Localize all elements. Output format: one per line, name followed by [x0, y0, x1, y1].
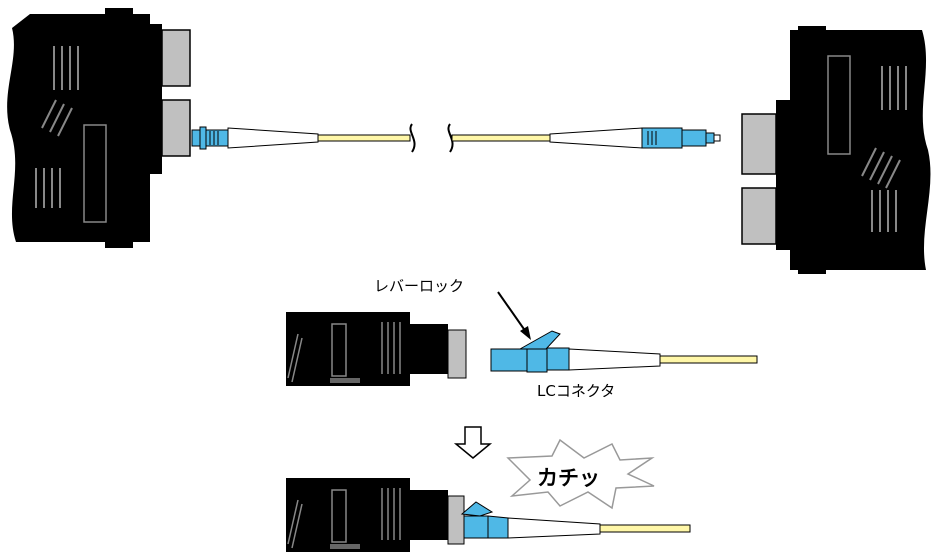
right-device [741, 26, 931, 274]
hollow-down-arrow-icon [453, 426, 493, 459]
lc-connector-inserted [460, 501, 691, 539]
lc-plug-right [641, 127, 721, 149]
transceiver-module-after [286, 478, 465, 552]
transceiver-module-before [286, 312, 467, 386]
left-device [7, 8, 191, 248]
lc-plug-left [191, 126, 229, 150]
lc-connector-label: LCコネクタ [537, 382, 615, 400]
lc-connector-standalone [490, 330, 758, 373]
lever-lock-label: レバーロック [374, 277, 464, 295]
lc-cable [191, 123, 721, 153]
lever-lock-callout: レバーロック [374, 277, 531, 340]
lever-latch [460, 501, 494, 517]
starburst-icon [506, 438, 655, 510]
lever-latch [518, 330, 561, 350]
click-sound-label: カチッ [537, 466, 600, 490]
